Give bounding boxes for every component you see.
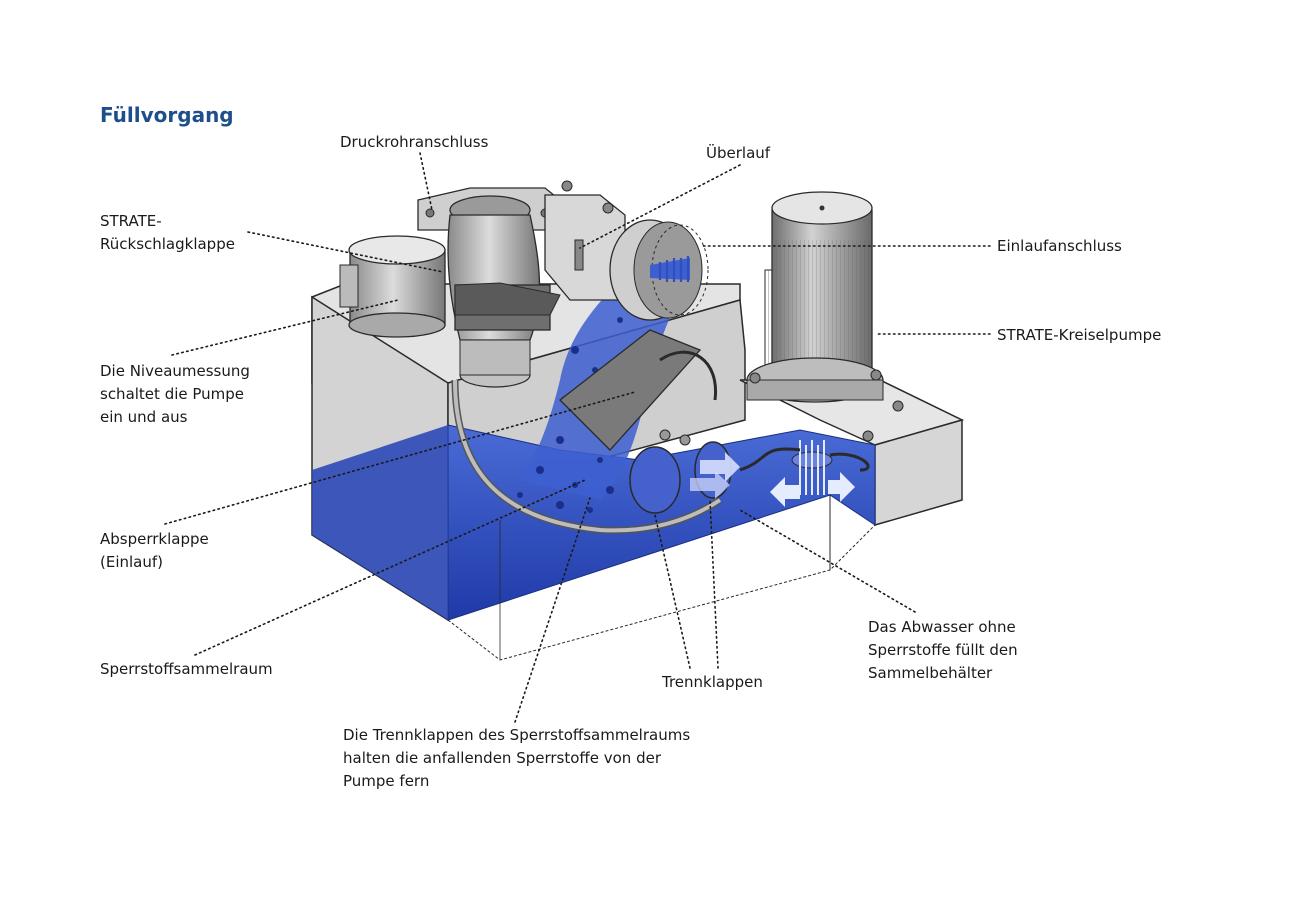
flow-arrow-right-1 [700, 452, 740, 482]
label-kreiselpumpe: STRATE-Kreiselpumpe [997, 326, 1162, 344]
leader-niveau [171, 299, 399, 356]
check-valve-body [339, 235, 446, 338]
label-druckrohranschluss: Druckrohranschluss [340, 133, 489, 151]
flow-arrow-right-2 [690, 471, 730, 499]
leader-strate-rsk [247, 231, 444, 273]
label-line: ein und aus [100, 408, 188, 426]
label-ueberlauf: Überlauf [706, 144, 771, 162]
leader-trenn-info [514, 497, 591, 723]
label-absperrklappe: Absperrklappe (Einlauf) [100, 528, 209, 574]
tank-bottom-outline [447, 524, 876, 661]
label-line: Sammelbehälter [868, 664, 993, 682]
label-line: schaltet die Pumpe [100, 385, 245, 403]
label-strate-rueckschlagklappe: STRATE- Rückschlagklappe [100, 210, 235, 256]
label-line: STRATE- [100, 212, 162, 230]
leader-trennklappen-1 [654, 514, 691, 669]
label-line: Sperrstoffe füllt den [868, 641, 1018, 659]
water-left [312, 425, 448, 620]
leader-trennklappen-2 [709, 499, 719, 669]
inlet-flow-bars [658, 256, 690, 282]
label-line: Pumpe fern [343, 772, 430, 790]
label-niveaumessung: Die Niveaumessung schaltet die Pumpe ein… [100, 360, 250, 429]
separating-flaps [629, 441, 740, 514]
label-line: Die Niveaumessung [100, 362, 250, 380]
centrifugal-pump [739, 191, 904, 507]
label-line: (Einlauf) [100, 553, 164, 571]
label-line: Die Trennklappen des Sperrstoffsammelrau… [343, 726, 691, 744]
label-line: Das Abwasser ohne [868, 618, 1016, 636]
leader-abwasser [739, 509, 916, 613]
leader-absperr [164, 391, 636, 525]
flow-arrow-left [770, 477, 800, 507]
leader-lines [164, 152, 991, 723]
label-trennklappen: Trennklappen [662, 673, 763, 691]
diagram-title: Füllvorgang [100, 103, 234, 127]
label-line: halten die anfallenden Sperrstoffe von d… [343, 749, 661, 767]
label-abwasser: Das Abwasser ohne Sperrstoffe füllt den … [868, 616, 1018, 685]
leader-druckrohr [419, 152, 433, 211]
label-trennklappen-info: Die Trennklappen des Sperrstoffsammelrau… [343, 724, 690, 793]
shutoff-flap [559, 329, 718, 451]
leader-ueberlauf [579, 164, 741, 249]
label-line: Rückschlagklappe [100, 235, 235, 253]
label-einlaufanschluss: Einlaufanschluss [997, 237, 1122, 255]
leader-sammelraum [194, 479, 586, 656]
label-line: Absperrklappe [100, 530, 209, 548]
flow-arrow-right-3 [828, 472, 855, 502]
label-sperrstoffsammelraum: Sperrstoffsammelraum [100, 660, 273, 678]
